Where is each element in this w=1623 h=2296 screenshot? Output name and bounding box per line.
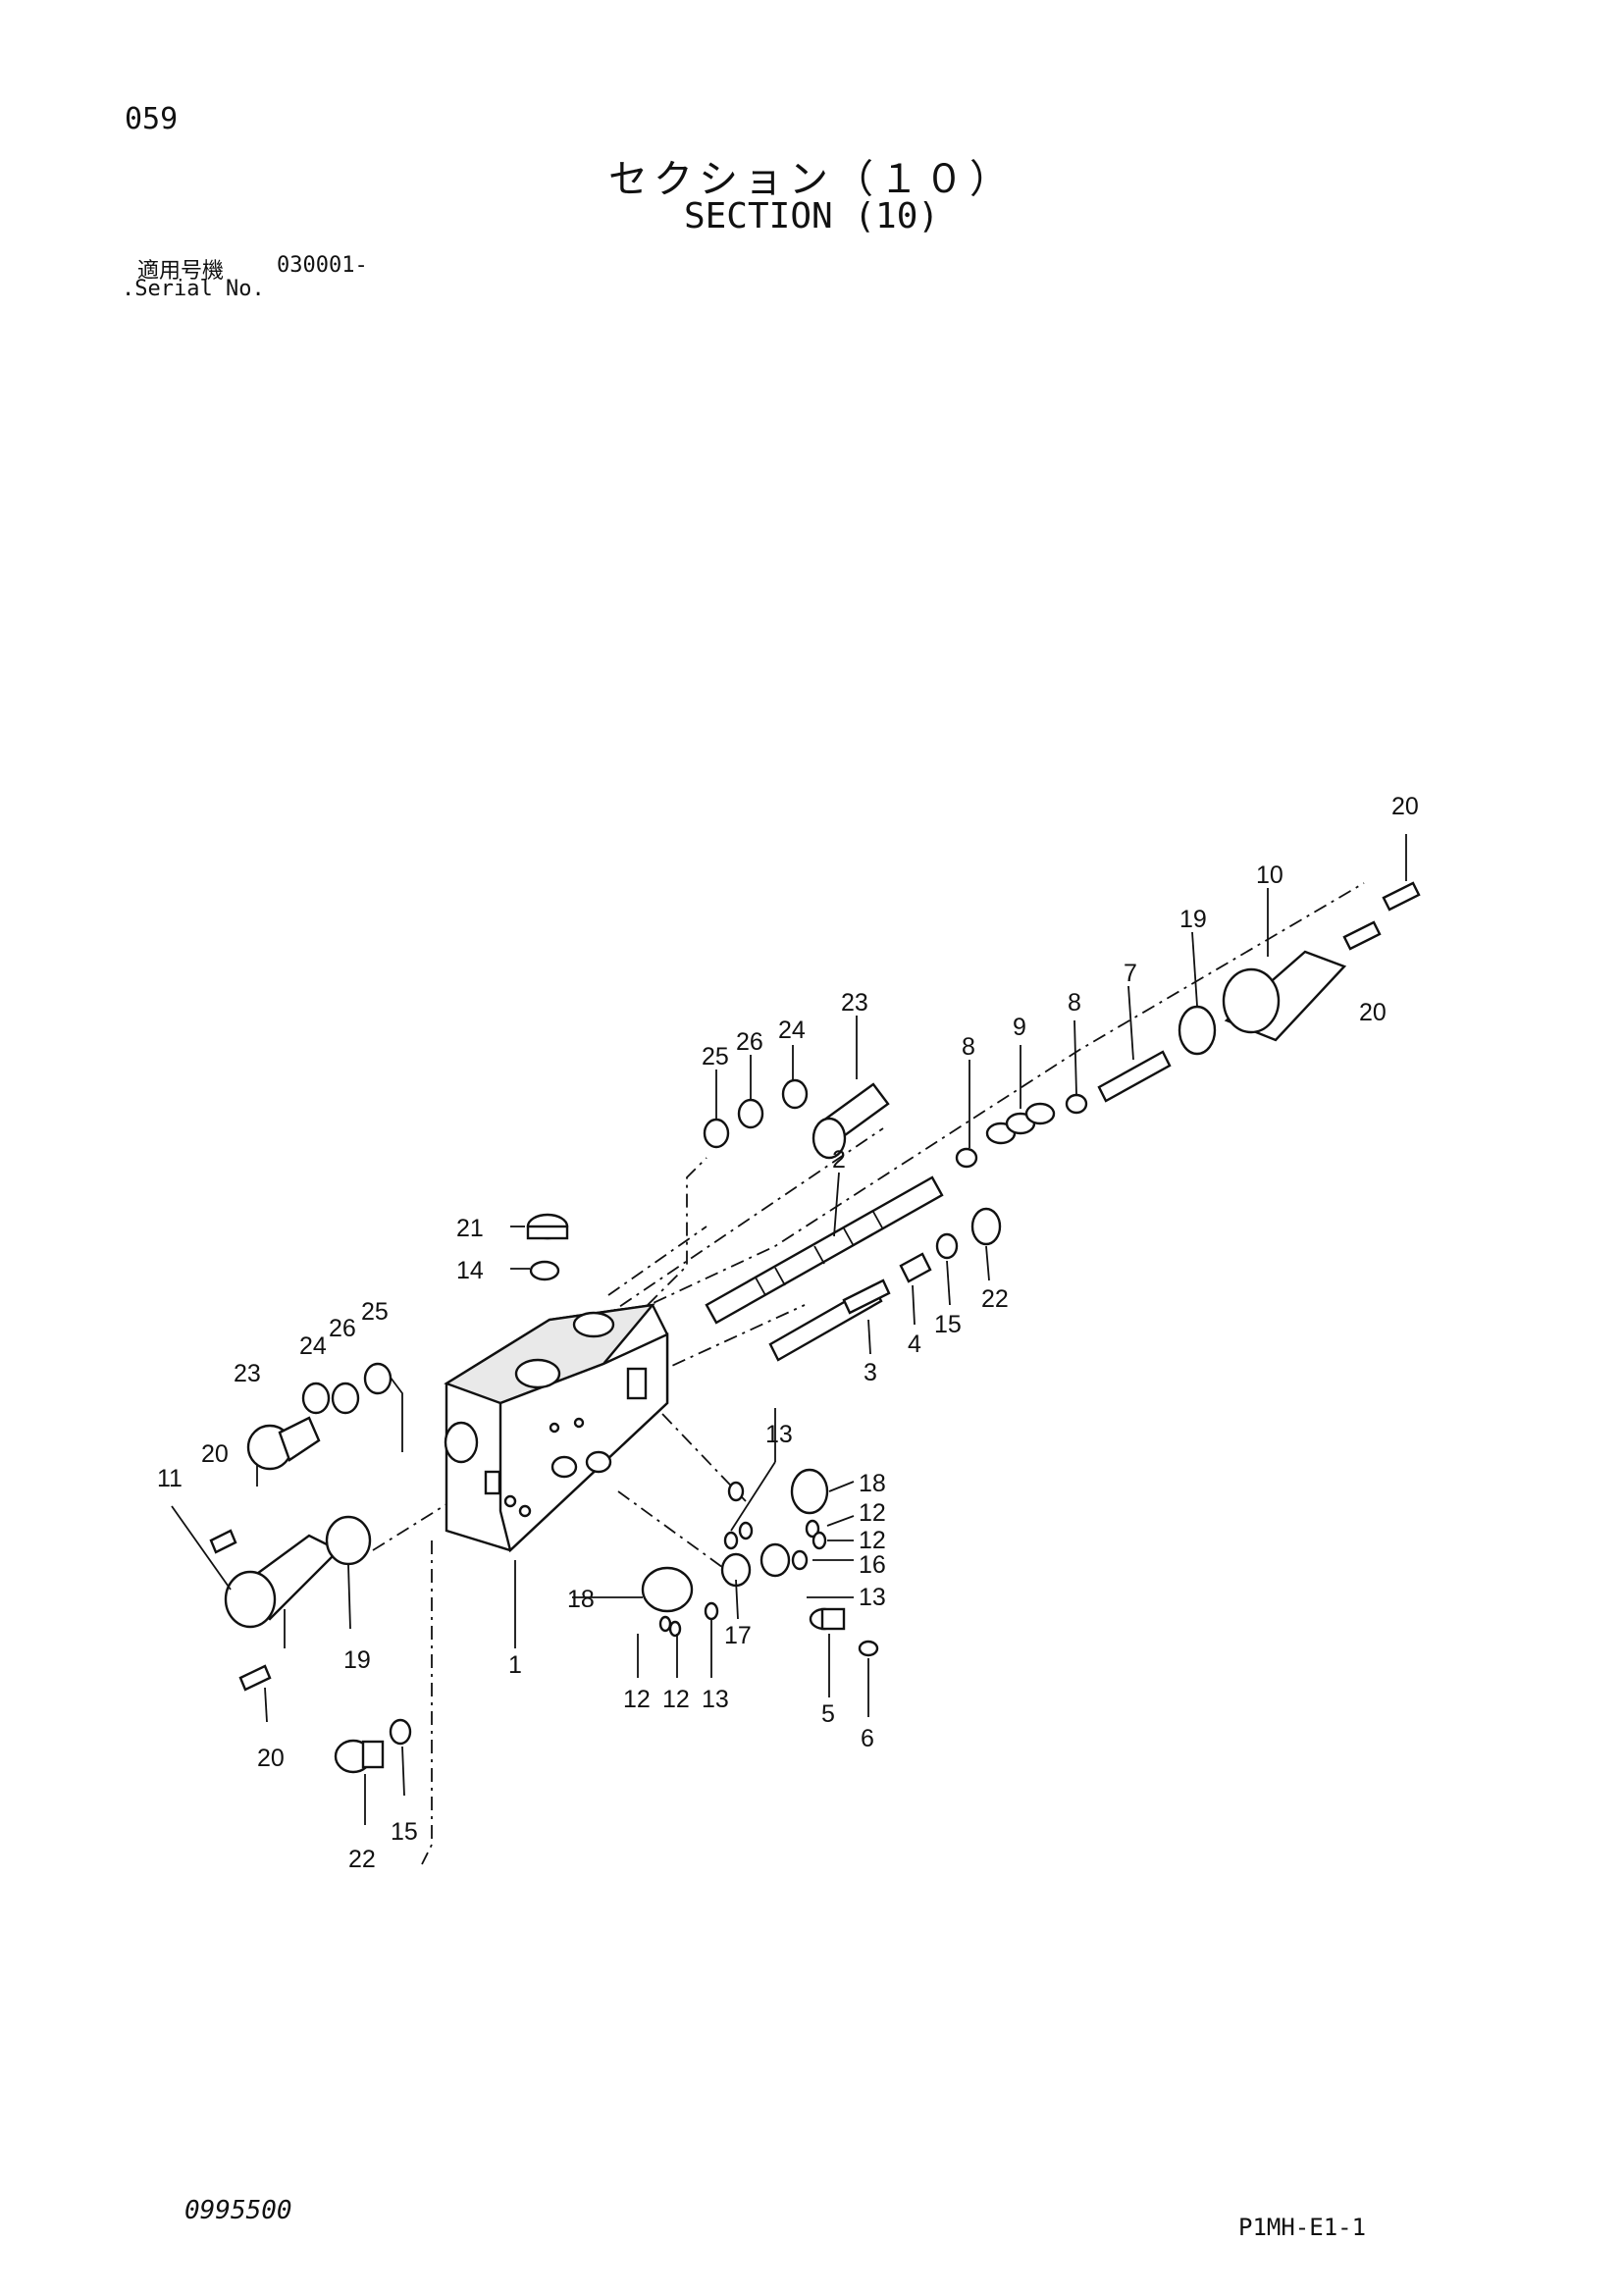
callout-6: 6 [861, 1725, 874, 1752]
part-2-spool [705, 1175, 944, 1325]
callout-8-left: 8 [962, 1033, 975, 1061]
callout-20-bottom: 20 [257, 1745, 285, 1772]
callout-9: 9 [1013, 1014, 1026, 1041]
callout-25-left: 25 [361, 1298, 389, 1326]
part-7-piston [1097, 1050, 1172, 1103]
part-5-plug [809, 1607, 846, 1631]
callout-14: 14 [456, 1257, 484, 1284]
callout-3: 3 [864, 1359, 877, 1386]
callout-13-right: 13 [859, 1584, 886, 1611]
page-number: 059 [125, 102, 179, 136]
leader-lines [171, 834, 1407, 1825]
part-11-cover [224, 1534, 341, 1629]
callout-10: 10 [1256, 861, 1283, 889]
part-22-plug [334, 1207, 1002, 1774]
callout-7: 7 [1124, 960, 1137, 987]
callout-15-bottom: 15 [391, 1818, 418, 1846]
reference-code: P1MH-E1-1 [1238, 2214, 1367, 2241]
callout-23-top: 23 [841, 989, 868, 1017]
callout-19-right: 19 [1179, 906, 1207, 933]
callout-19-left: 19 [343, 1646, 371, 1674]
callout-25-top: 25 [702, 1043, 729, 1070]
part-1-valve-body [444, 1303, 669, 1553]
serial-label-japanese: 適用号機 [137, 259, 225, 284]
title-japanese: セクション（１０） [608, 157, 1015, 202]
callout-labels: 20 10 19 20 7 8 9 8 23 24 26 25 2 21 14 … [157, 793, 1419, 1873]
callout-12-a: 12 [859, 1499, 886, 1527]
callout-13-bottom: 13 [702, 1686, 729, 1713]
callout-13-top: 13 [765, 1421, 793, 1448]
callout-4: 4 [908, 1331, 921, 1358]
serial-number-value: 030001- [277, 253, 368, 278]
part-20-bolts [209, 881, 1421, 1692]
part-4-spring [899, 1252, 932, 1283]
callout-22-bottom: 22 [348, 1846, 376, 1873]
serial-label-english: .Serial No. [122, 277, 265, 301]
callout-2: 2 [832, 1146, 846, 1174]
callout-1: 1 [508, 1651, 522, 1679]
callout-21: 21 [456, 1215, 484, 1242]
callout-20-left: 20 [201, 1440, 229, 1468]
callout-12-b: 12 [859, 1527, 886, 1554]
part-21-plug [526, 1213, 569, 1240]
callout-18-right: 18 [859, 1470, 886, 1497]
callout-18-left: 18 [567, 1586, 595, 1613]
callout-26-left: 26 [329, 1315, 356, 1342]
title-english: SECTION (10) [683, 196, 940, 236]
callout-20-top: 20 [1391, 793, 1419, 820]
callout-12-d: 12 [662, 1686, 690, 1713]
part-6-spring [858, 1640, 879, 1657]
part-23-relief-valve [246, 1082, 890, 1471]
part-3-poppet [768, 1278, 891, 1362]
callout-17: 17 [724, 1622, 752, 1649]
callout-15-right: 15 [934, 1311, 962, 1338]
callout-24-top: 24 [778, 1017, 806, 1044]
callout-23-left: 23 [234, 1360, 261, 1387]
part-8-spring-seat [955, 1093, 1088, 1169]
callout-5: 5 [821, 1700, 835, 1728]
callout-24-left: 24 [299, 1332, 327, 1360]
part-10-cover [1222, 950, 1347, 1042]
callout-8-right: 8 [1068, 989, 1081, 1017]
part-9-spring [985, 1102, 1056, 1145]
callout-26-top: 26 [736, 1028, 763, 1056]
callout-12-c: 12 [623, 1686, 651, 1713]
callout-22-right: 22 [981, 1285, 1009, 1313]
callout-11: 11 [157, 1465, 183, 1492]
callout-20-right: 20 [1359, 999, 1387, 1026]
o-rings [301, 1005, 1217, 1746]
callout-16: 16 [859, 1551, 886, 1579]
drawing-number: 0995500 [184, 2196, 292, 2225]
